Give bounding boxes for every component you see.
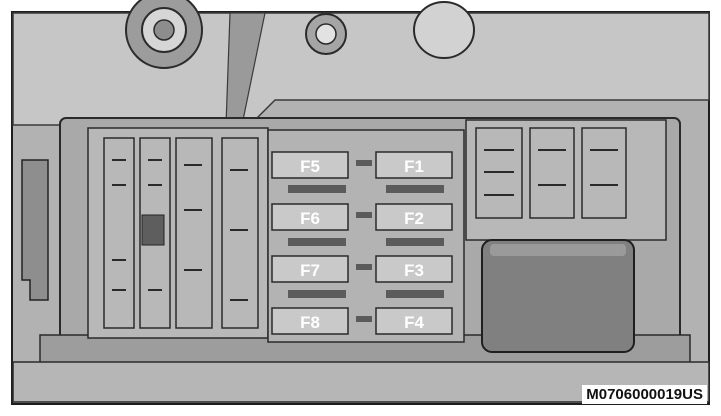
fuse-label: F5 — [300, 157, 320, 176]
fuse-label: F3 — [404, 261, 424, 280]
large-relay-top — [490, 244, 626, 256]
mounting-bolt-center — [305, 13, 347, 55]
fuse-label: F2 — [404, 209, 424, 228]
fuse-F5: F5 — [271, 151, 349, 179]
reference-code: M0706000019US — [582, 385, 707, 404]
fuse-F4: F4 — [375, 307, 453, 335]
left-bracket — [21, 159, 49, 301]
fuse-label: F7 — [300, 261, 320, 280]
fuse-F6: F6 — [271, 203, 349, 231]
right-relay-block — [465, 119, 667, 241]
fuse-label: F6 — [300, 209, 320, 228]
left-relay-block — [87, 127, 269, 339]
large-relay — [481, 239, 635, 353]
fuse-F2: F2 — [375, 203, 453, 231]
mounting-bolt-left — [125, 0, 203, 69]
fuse-label: F8 — [300, 313, 320, 332]
fuse-F3: F3 — [375, 255, 453, 283]
fuse-label: F4 — [404, 313, 424, 332]
fuse-label: F1 — [404, 157, 424, 176]
fuse-F7: F7 — [271, 255, 349, 283]
fuse-F8: F8 — [271, 307, 349, 335]
fuse-holder-bars — [288, 160, 444, 322]
mounting-bolt-right — [413, 1, 475, 59]
fuse-F1: F1 — [375, 151, 453, 179]
